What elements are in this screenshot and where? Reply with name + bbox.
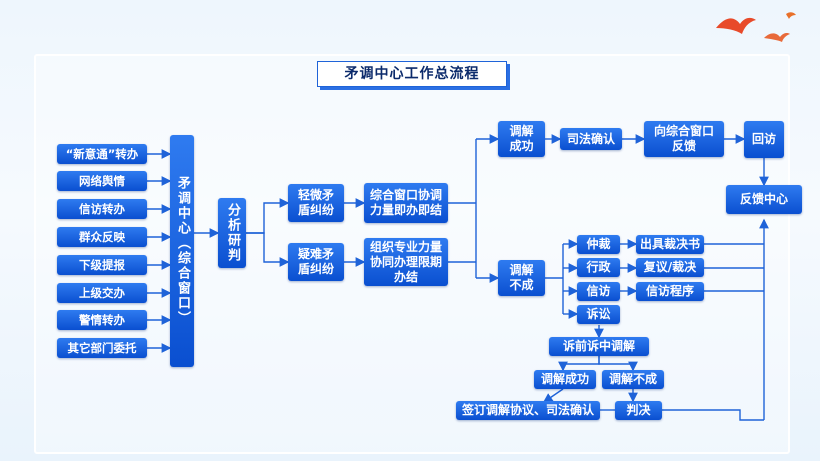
administrative-result-box: 复议/裁决 (636, 258, 704, 277)
arbitration-box: 仲裁 (577, 235, 620, 254)
petition-box: 信访 (577, 282, 620, 301)
source-box: 信访转办 (57, 199, 147, 219)
diagram-title: 矛调中心工作总流程 (317, 61, 507, 87)
source-box: “新意通”转办 (57, 144, 147, 164)
source-box: 群众反映 (57, 227, 147, 247)
petition-result-box: 信访程序 (636, 282, 704, 301)
center-box: 矛调中心（综合窗口） (170, 135, 194, 367)
source-box: 上级交办 (57, 283, 147, 303)
source-box: 下级提报 (57, 255, 147, 275)
source-box: 警情转办 (57, 310, 147, 330)
revisit-box: 回访 (744, 121, 784, 158)
litigation-mediation-fail-box: 调解不成 (602, 370, 664, 389)
judicial-confirm-box: 司法确认 (560, 128, 622, 150)
source-box: 网络舆情 (57, 171, 147, 191)
feedback-window-box: 向综合窗口反馈 (644, 121, 724, 157)
mediation-fail-box: 调解不成 (498, 260, 545, 296)
mediation-success-box: 调解成功 (498, 121, 545, 157)
analyze-label: 分析研判 (225, 203, 240, 263)
difficult-dispute-box: 疑难矛盾纠纷 (288, 243, 344, 281)
difficult-handling-box: 组织专业力量协同办理限期办结 (364, 238, 448, 286)
center-label: 矛调中心（综合窗口） (175, 176, 190, 326)
judgment-box: 判决 (615, 401, 662, 420)
administrative-box: 行政 (577, 258, 620, 277)
litigation-box: 诉讼 (577, 305, 620, 324)
bird-decoration-icon (716, 12, 796, 42)
pre-litigation-mediation-box: 诉前诉中调解 (549, 337, 649, 356)
litigation-mediation-success-box: 调解成功 (534, 370, 596, 389)
analyze-box: 分析研判 (218, 198, 246, 268)
minor-handling-box: 综合窗口协调力量即办即结 (364, 183, 448, 223)
minor-dispute-box: 轻微矛盾纠纷 (288, 184, 344, 222)
arbitration-result-box: 出具裁决书 (636, 235, 704, 254)
source-box: 其它部门委托 (57, 338, 147, 358)
feedback-center-box: 反馈中心 (726, 185, 802, 214)
mediation-agreement-box: 签订调解协议、司法确认 (456, 401, 600, 420)
